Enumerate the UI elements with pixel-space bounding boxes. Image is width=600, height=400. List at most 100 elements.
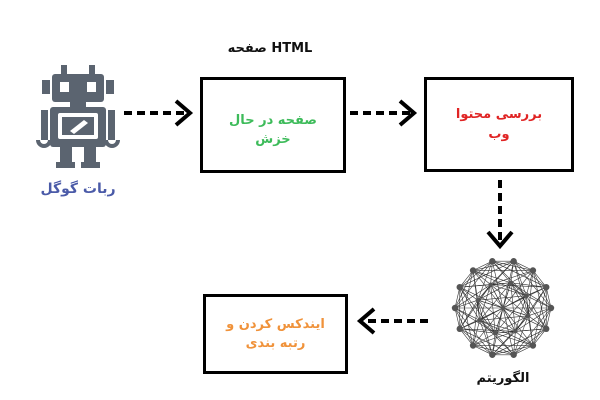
network-edge (526, 270, 534, 296)
algorithm-label: الگوریتم (476, 371, 530, 386)
network-edge (454, 307, 493, 355)
network-edge (527, 315, 534, 346)
network-edge (459, 307, 504, 330)
network-edge (492, 261, 512, 283)
network-edge (479, 284, 491, 321)
network-edge (479, 320, 496, 334)
network-node (469, 342, 477, 349)
network-edge (459, 270, 474, 329)
network-edge (459, 284, 491, 329)
network-edge (515, 287, 547, 332)
network-edge (526, 295, 552, 309)
network-edge (502, 307, 547, 330)
network-edge (490, 261, 493, 285)
network-edge (472, 331, 516, 346)
network-edge (454, 299, 478, 309)
network-node (510, 258, 517, 265)
network-edge (454, 270, 474, 309)
network-edge (502, 270, 534, 309)
network-edge (472, 270, 527, 296)
network-node (492, 331, 498, 336)
network-node (524, 293, 529, 298)
network-edge (490, 284, 529, 317)
network-edge (472, 320, 480, 346)
network-edge (473, 260, 514, 271)
network-edge (490, 284, 504, 309)
network-edge (526, 295, 547, 329)
network-edge (490, 260, 514, 285)
arrow-review-to-algorithm (486, 180, 514, 250)
network-edge (472, 270, 491, 285)
network-edge (477, 284, 491, 301)
network-edge (459, 282, 511, 288)
network-node (543, 283, 550, 291)
network-edge (459, 328, 493, 356)
network-edge (494, 333, 514, 355)
network-edge (502, 307, 514, 355)
network-edge (492, 261, 504, 309)
network-edge (472, 307, 504, 346)
network-edge (479, 320, 516, 332)
network-edge (459, 286, 478, 301)
network-edge (459, 328, 496, 334)
network-edge (513, 261, 527, 296)
network-edge (492, 333, 496, 355)
network-edge (459, 287, 474, 346)
network-edge (472, 270, 479, 301)
network-edge (490, 284, 547, 288)
network-node (543, 325, 550, 333)
network-edge (477, 295, 527, 301)
network-edge (495, 331, 516, 334)
network-edge (454, 287, 461, 309)
network-node (456, 325, 463, 333)
network-edge (477, 299, 529, 317)
network-edge (490, 270, 534, 285)
network-edge (532, 307, 552, 346)
network-edge (513, 331, 516, 355)
network-edge (502, 282, 512, 309)
network-edge (494, 307, 504, 334)
network-edge (490, 284, 527, 296)
network-edge (515, 328, 547, 332)
network-edge (502, 261, 514, 309)
network-edge (459, 270, 474, 288)
network-edge (454, 307, 461, 329)
network-edge (510, 282, 547, 288)
network-edge (477, 300, 480, 321)
network-edge (492, 307, 504, 355)
network-edge (459, 328, 474, 346)
network-edge (495, 315, 529, 334)
network-edge (545, 307, 552, 329)
network-edge (477, 299, 516, 332)
network-edge (472, 260, 493, 271)
network-edge (513, 261, 552, 309)
network-edge (495, 328, 547, 334)
network-edge (459, 320, 480, 330)
network-edge (513, 260, 534, 271)
network-edge (492, 345, 533, 356)
network-edge (513, 345, 534, 356)
network-edge (477, 261, 514, 301)
network-edge (477, 300, 493, 355)
network-edge (473, 345, 514, 356)
network-edge (454, 261, 493, 309)
network-edge (479, 282, 512, 321)
network-edge (490, 284, 496, 334)
network-edge (479, 295, 527, 321)
network-edge (472, 332, 496, 346)
network-edge (510, 282, 529, 316)
network-node (513, 329, 518, 334)
network-node (529, 267, 537, 274)
network-edge (492, 328, 547, 356)
network-edge (502, 307, 534, 346)
network-edge (459, 284, 491, 288)
network-edge (532, 270, 552, 309)
network-edge (510, 282, 516, 332)
network-node (500, 305, 506, 311)
network-edge (454, 307, 474, 346)
network-edge (472, 270, 511, 284)
network-edge (532, 270, 547, 329)
network-edge (532, 328, 547, 346)
network-node (510, 351, 517, 358)
network-node (488, 282, 493, 287)
